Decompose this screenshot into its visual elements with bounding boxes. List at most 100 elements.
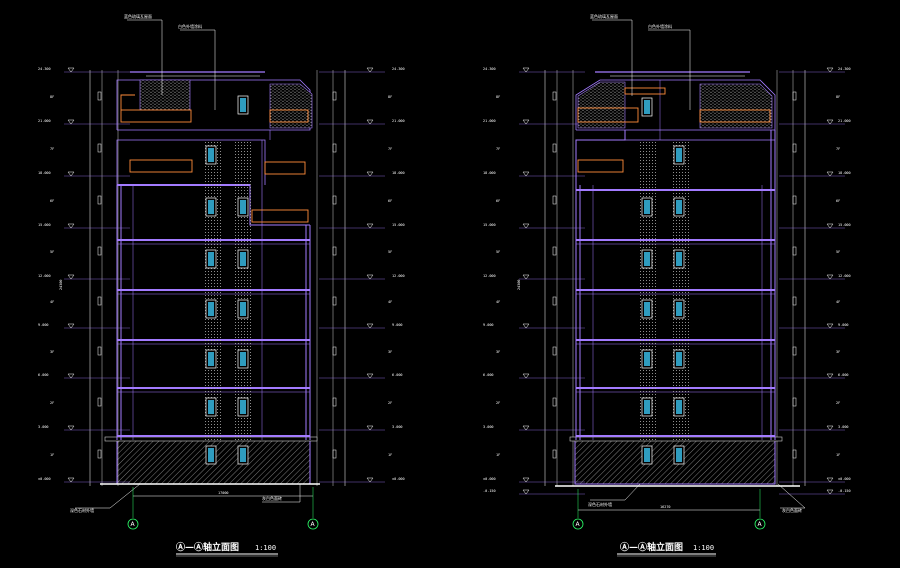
right-dimension-chain: 24.30021.00018.00015.00012.0009.0006.000… (316, 67, 405, 486)
level-label: 3.000 (392, 425, 403, 429)
level-label: 21.000 (392, 119, 405, 123)
drawing-title-right: Ⓐ—Ⓐ轴立面图 (620, 541, 683, 553)
level-label: 12.000 (392, 274, 405, 278)
level-marker (366, 323, 374, 329)
level-marker (522, 373, 530, 379)
level-marker (366, 223, 374, 229)
floor-label: 3F (50, 350, 54, 354)
elevation-left: 24.300 21.000 18.000 15.000 12.000 9.000 6.000… (38, 13, 405, 557)
level-marker (826, 119, 834, 125)
level-label: ±0.000 (392, 477, 405, 481)
level-marker (826, 373, 834, 379)
level-label: 21.000 (483, 119, 496, 123)
floor-label: 7F (388, 147, 392, 151)
level-label: 6.000 (838, 373, 849, 377)
axis-label-end-right: A (758, 521, 763, 528)
floor-label: 1F (50, 453, 54, 457)
level-marker (366, 274, 374, 280)
axis-bubble-start-left (127, 518, 139, 530)
floor-label: 3F (836, 350, 840, 354)
level-label: -0.150 (483, 489, 496, 493)
axis-bubble-start-right (572, 518, 584, 530)
callout-wall-right: 白色外墙涂料 (648, 23, 672, 29)
callout-roof-right: 蓝色琉璃瓦屋面 (590, 13, 618, 19)
axis-bubble-end-left (307, 518, 319, 530)
floor-label: 5F (50, 250, 54, 254)
width-dimension-left: 17000 (218, 491, 229, 495)
floor-label: 8F (836, 95, 840, 99)
level-label: 3.000 (38, 425, 49, 429)
level-marker (522, 171, 530, 177)
window-group-left (205, 95, 249, 465)
drawing-scale-right: 1:100 (693, 544, 714, 552)
level-label: 21.000 (838, 119, 851, 123)
floor-label: 8F (50, 95, 54, 99)
level-label: 18.000 (38, 171, 51, 175)
level-marker (826, 274, 834, 280)
callout-tile-right: 灰白色面砖 (782, 507, 802, 513)
level-label: 9.000 (38, 323, 49, 327)
floor-label: 2F (50, 401, 54, 405)
level-label: 21.000 (38, 119, 51, 123)
level-label: 3.000 (838, 425, 849, 429)
level-marker (67, 274, 75, 280)
floor-label: 7F (50, 147, 54, 151)
level-marker (826, 67, 834, 73)
floor-label: 7F (836, 147, 840, 151)
level-label: 24.300 (483, 67, 496, 71)
floor-label: 4F (50, 300, 54, 304)
left-dimension-chain: 24.30021.00018.00015.00012.0009.0006.000… (38, 67, 130, 486)
level-marker (522, 119, 530, 125)
level-marker (522, 223, 530, 229)
level-marker (522, 489, 530, 495)
level-label: 9.000 (838, 323, 849, 327)
callouts-right (590, 19, 806, 509)
elevation-right: 24.300 21.000 18.000 15.000 12.000 9.000 6.000… (483, 13, 851, 557)
floor-label: 8F (496, 95, 500, 99)
level-label: 18.000 (838, 171, 851, 175)
floor-label: 1F (496, 453, 500, 457)
level-marker (366, 373, 374, 379)
floor-label: 1F (388, 453, 392, 457)
roof-right (577, 71, 773, 129)
axis-label-start-left: A (131, 521, 136, 528)
level-label: 15.000 (483, 223, 496, 227)
axis-label-end-left: A (311, 521, 316, 528)
axis-label-start-right: A (576, 521, 581, 528)
level-label: 24.300 (392, 67, 405, 71)
level-label: 24.300 (838, 67, 851, 71)
level-label: 3.000 (483, 425, 494, 429)
floor-label: 5F (388, 250, 392, 254)
callout-wall-left: 白色外墙涂料 (178, 23, 202, 29)
level-marker (826, 223, 834, 229)
level-marker (366, 119, 374, 125)
level-label: ±0.000 (838, 477, 851, 481)
level-marker (826, 477, 834, 483)
width-dimension-right: 16270 (660, 505, 671, 509)
level-label: 18.000 (483, 171, 496, 175)
left-dimension-chain-right: 24.30021.00018.00015.00012.0009.0006.000… (483, 67, 585, 495)
floor-label: 1F (836, 453, 840, 457)
floor-label: 2F (388, 401, 392, 405)
level-label: 15.000 (392, 223, 405, 227)
level-label: 9.000 (483, 323, 494, 327)
floor-label: 4F (388, 300, 392, 304)
floor-label: 4F (836, 300, 840, 304)
level-marker (67, 425, 75, 431)
level-label: -0.150 (838, 489, 851, 493)
axis-bubble-end-right (754, 518, 766, 530)
level-label: 12.000 (838, 274, 851, 278)
level-marker (826, 171, 834, 177)
level-marker (522, 477, 530, 483)
level-label: 6.000 (38, 373, 49, 377)
floor-label: 7F (496, 147, 500, 151)
floor-label: 6F (836, 199, 840, 203)
level-label: 15.000 (38, 223, 51, 227)
drawing-title-left: Ⓐ—Ⓐ轴立面图 (176, 541, 239, 553)
roof-left (130, 71, 313, 129)
level-label: 6.000 (392, 373, 403, 377)
floor-label: 8F (388, 95, 392, 99)
height-total-right: 24300 (517, 279, 521, 290)
level-label: 18.000 (392, 171, 405, 175)
level-marker (67, 373, 75, 379)
